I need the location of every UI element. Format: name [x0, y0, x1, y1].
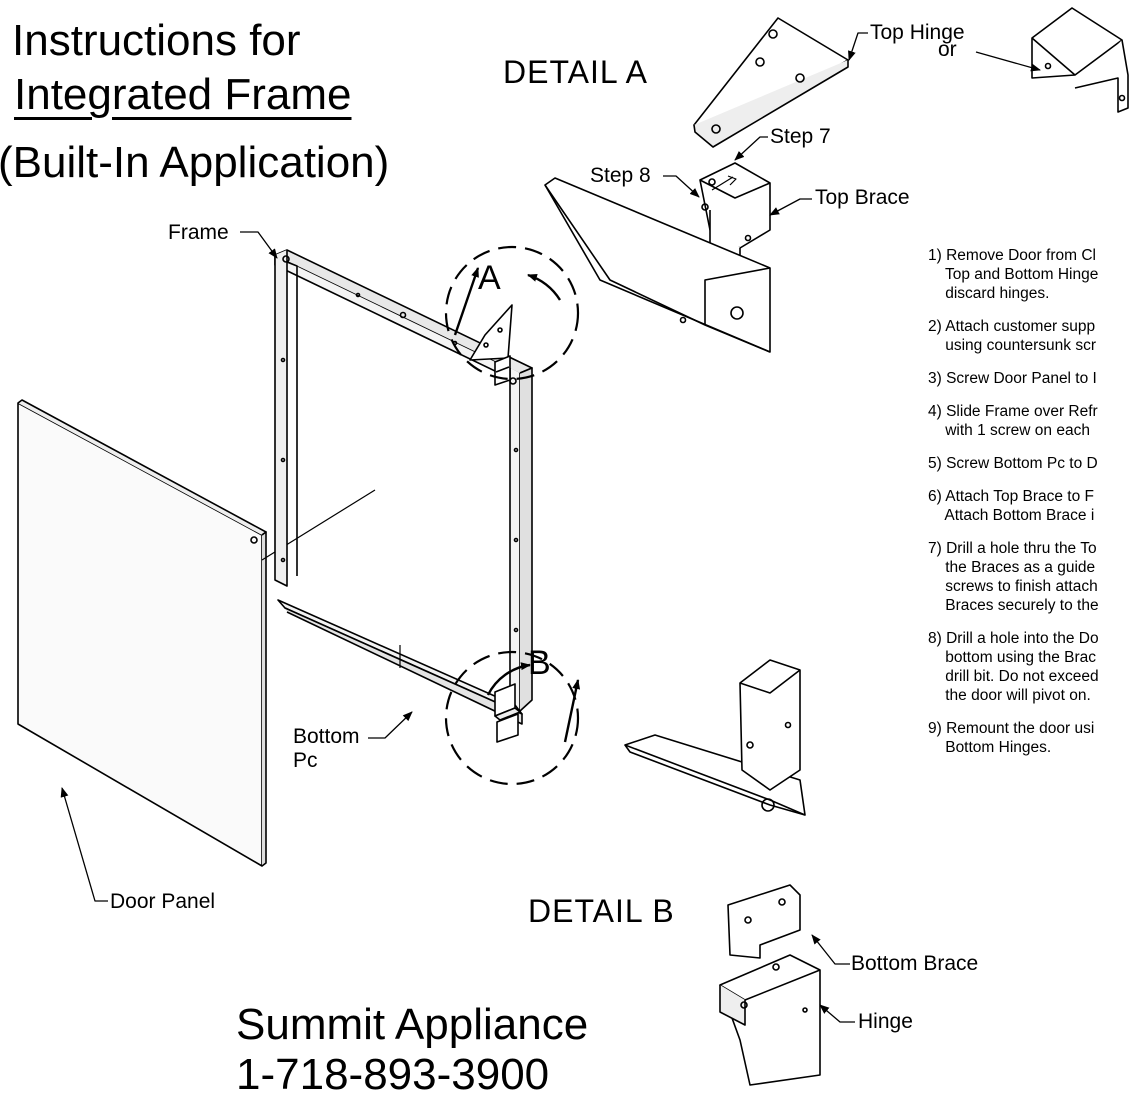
door-panel-drawing	[17, 399, 376, 867]
step-3: 3) Screw Door Panel to I	[928, 370, 1097, 387]
company-phone: 1-718-893-3900	[236, 1050, 550, 1099]
detail-a-heading: DETAIL A	[503, 54, 648, 90]
instruction-steps: 1) Remove Door from Cl Top and Bottom Hi…	[928, 246, 1139, 771]
title-line-1: Instructions for	[12, 16, 301, 65]
label-hinge: Hinge	[858, 1010, 913, 1033]
step-7: 7) Drill a hole thru the To the Braces a…	[928, 540, 1099, 614]
top-hinge-drawing	[693, 17, 849, 148]
label-bottom-pc-2: Pc	[293, 749, 318, 772]
label-top-hinge: Top Hinge	[870, 21, 965, 44]
bottom-brace-drawing	[727, 884, 801, 959]
step-9: 9) Remount the door usi Bottom Hinges.	[928, 720, 1095, 756]
title-line-2: Integrated Frame	[14, 70, 352, 119]
step-1: 1) Remove Door from Cl Top and Bottom Hi…	[928, 247, 1099, 302]
label-step-7: Step 7	[770, 125, 831, 148]
mini-parts	[469, 304, 521, 743]
label-bottom-brace: Bottom Brace	[851, 952, 979, 975]
step-2: 2) Attach customer supp using countersun…	[928, 318, 1096, 354]
detail-b-circle	[444, 650, 580, 786]
label-step-8: Step 8	[590, 164, 651, 187]
bottom-pc-drawing	[277, 599, 523, 725]
hinge-drawing	[719, 954, 821, 1086]
label-door-panel: Door Panel	[110, 890, 216, 913]
frame-drawing	[274, 249, 533, 712]
bottom-channel-drawing	[624, 659, 806, 816]
label-top-brace: Top Brace	[815, 186, 910, 209]
top-channel-drawing	[544, 177, 771, 353]
detail-a-circle	[444, 245, 580, 381]
company-name: Summit Appliance	[236, 1000, 589, 1049]
label-or: or	[938, 38, 957, 61]
alt-hinge-drawing	[1031, 7, 1129, 113]
detail-a-marker: A	[478, 259, 501, 297]
step-4: 4) Slide Frame over Refr with 1 screw on…	[928, 403, 1098, 439]
title-line-3: (Built-In Application)	[0, 138, 390, 187]
step-8: 8) Drill a hole into the Do bottom using…	[928, 630, 1099, 704]
detail-b-marker: B	[528, 644, 551, 682]
step-6: 6) Attach Top Brace to F Attach Bottom B…	[928, 488, 1095, 524]
label-bottom-pc-1: Bottom	[293, 725, 360, 748]
label-frame: Frame	[168, 221, 229, 244]
step-5: 5) Screw Bottom Pc to D	[928, 455, 1098, 472]
detail-b-heading: DETAIL B	[528, 893, 675, 929]
